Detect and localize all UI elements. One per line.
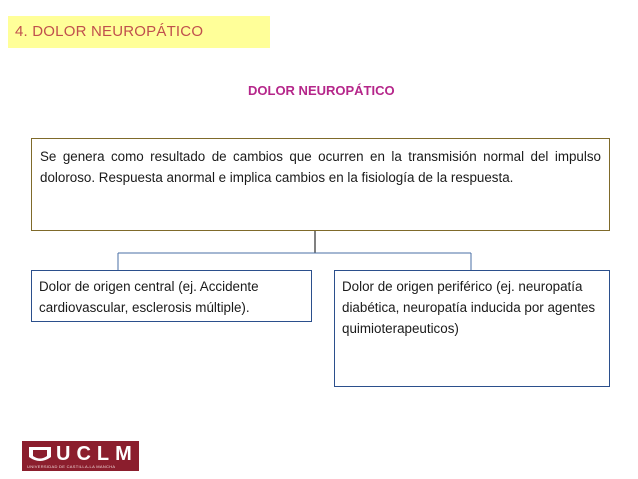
slide-title: DOLOR NEUROPÁTICO bbox=[248, 83, 395, 98]
section-label: 4. DOLOR NEUROPÁTICO bbox=[8, 16, 270, 48]
central-origin-box: Dolor de origen central (ej. Accidente c… bbox=[31, 270, 312, 322]
uclm-logo: UCLM UNIVERSIDAD DE CASTILLA-LA MANCHA bbox=[22, 441, 139, 471]
logo-text: UCLM bbox=[56, 443, 138, 465]
logo-subtext: UNIVERSIDAD DE CASTILLA-LA MANCHA bbox=[27, 464, 116, 469]
peripheral-origin-box: Dolor de origen periférico (ej. neuropat… bbox=[334, 270, 610, 387]
definition-box: Se genera como resultado de cambios que … bbox=[31, 138, 610, 231]
shield-emblem-icon bbox=[29, 447, 51, 461]
